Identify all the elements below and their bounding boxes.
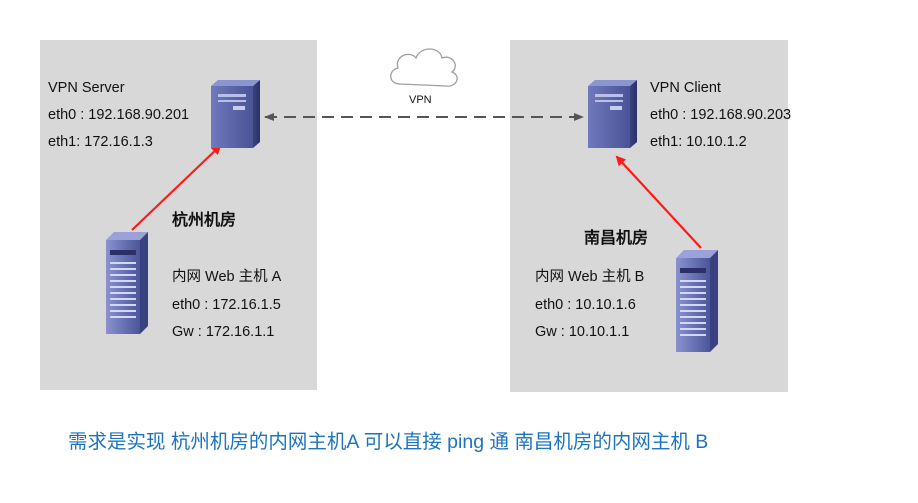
server-eth0: eth0 : 192.168.90.201 [48,107,190,123]
arrow-host-b-to-client [615,155,702,249]
cloud-label: VPN [409,94,432,106]
hangzhou-zone [40,40,317,390]
vpn-client-icon [588,80,637,148]
server-eth1: eth1: 172.16.1.3 [48,134,153,150]
host-a-title: 内网 Web 主机 A [172,269,282,285]
hangzhou-room-label: 杭州机房 [172,212,237,229]
nanchang-zone [510,40,788,392]
client-eth1: eth1: 10.10.1.2 [650,134,747,150]
cloud-icon [390,48,458,87]
arrow-host-a-to-server [131,144,222,231]
host-a-gw: Gw : 172.16.1.1 [172,324,275,340]
host-b-eth0: eth0 : 10.10.1.6 [535,297,636,313]
host-b-gw: Gw : 10.10.1.1 [535,324,630,340]
client-eth0: eth0 : 192.168.90.203 [650,107,792,123]
host-b-title: 内网 Web 主机 B [535,269,645,285]
host-b-icon [676,250,718,352]
nanchang-room-label: 南昌机房 [584,230,649,247]
client-title: VPN Client [650,80,721,96]
vpn-server-icon [211,80,260,148]
requirement-caption: 需求是实现 杭州机房的内网主机A 可以直接 ping 通 南昌机房的内网主机 B [68,431,709,453]
host-a-icon [106,232,148,334]
server-title: VPN Server [48,80,125,96]
host-a-eth0: eth0 : 172.16.1.5 [172,297,281,313]
